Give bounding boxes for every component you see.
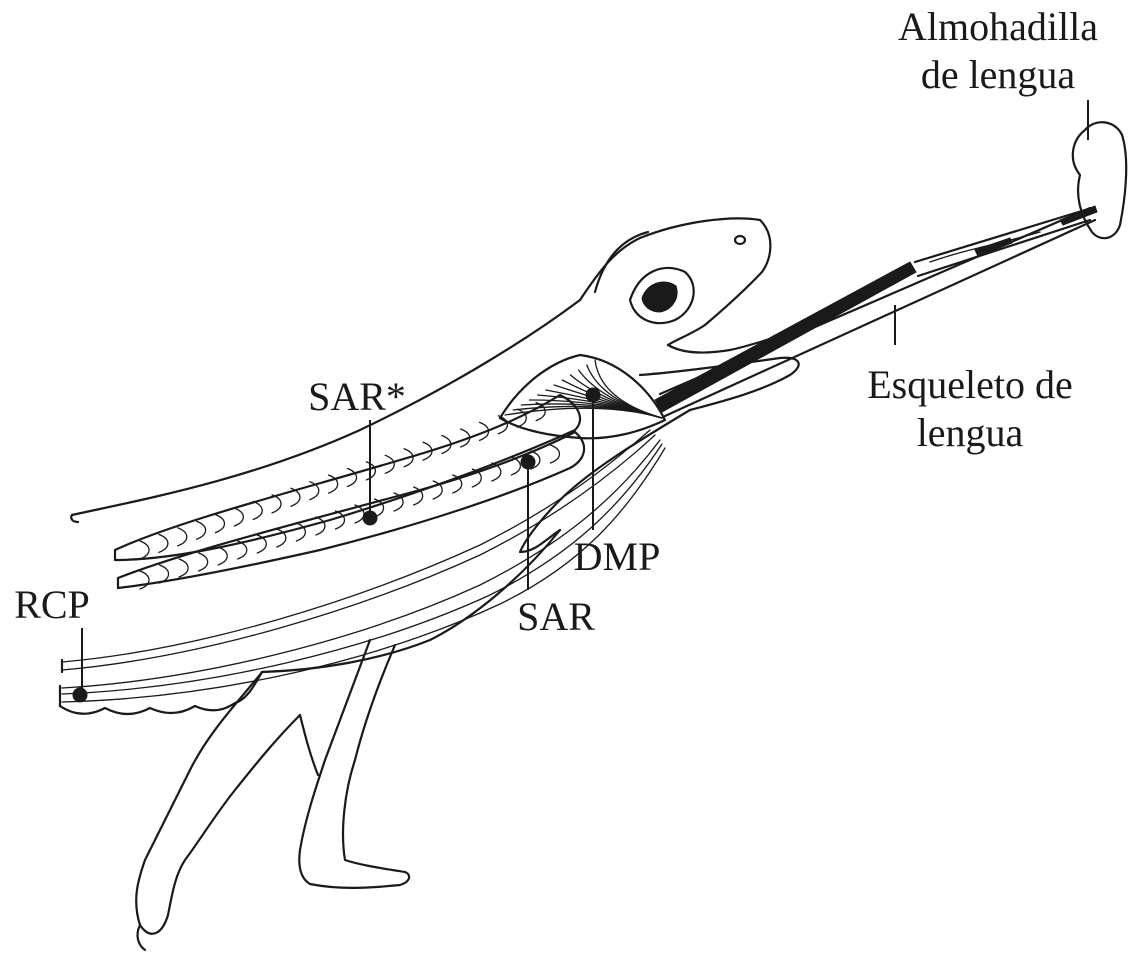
nostril [735,236,745,244]
rcp-dot [73,688,87,702]
scallop-arc [550,445,559,463]
legs [136,640,409,950]
dmp-label: DMP [574,534,661,579]
scallop-arc [234,508,243,526]
rcp-label: RCP [14,582,90,627]
sar-label: SAR [517,594,595,639]
scallop-arc [197,521,206,539]
tongue-skeleton-label-line1: Esqueleto de [867,362,1073,407]
sar-star-dot [363,511,377,525]
scallop-arc [199,553,208,571]
scallop-arc [179,559,188,577]
scallop-arc [296,523,305,541]
scallop-arc [178,528,187,546]
sar-star-label: SAR* [308,374,406,419]
scallop-arc [218,547,227,565]
scallop-arc [348,469,357,487]
scallop-arc [316,517,325,535]
dmp-fan-muscle [500,355,665,438]
scallop-arc [140,571,149,589]
tongue-pad-label-line2: de lengua [921,52,1076,97]
scallop-arc [140,541,149,559]
tongue-skeleton-label-line2: lengua [917,410,1024,455]
sar-dot [521,455,535,469]
scallop-arc [215,515,224,533]
labels: Almohadilla de lengua Esqueleto de lengu… [14,4,1098,639]
tongue-pad-label-line1: Almohadilla [898,4,1098,49]
scallop-arc [335,511,344,529]
dmp-dot [586,388,600,402]
scallop-arc [159,534,168,552]
tongue-pad [1073,122,1126,238]
scallop-arc [253,501,262,519]
